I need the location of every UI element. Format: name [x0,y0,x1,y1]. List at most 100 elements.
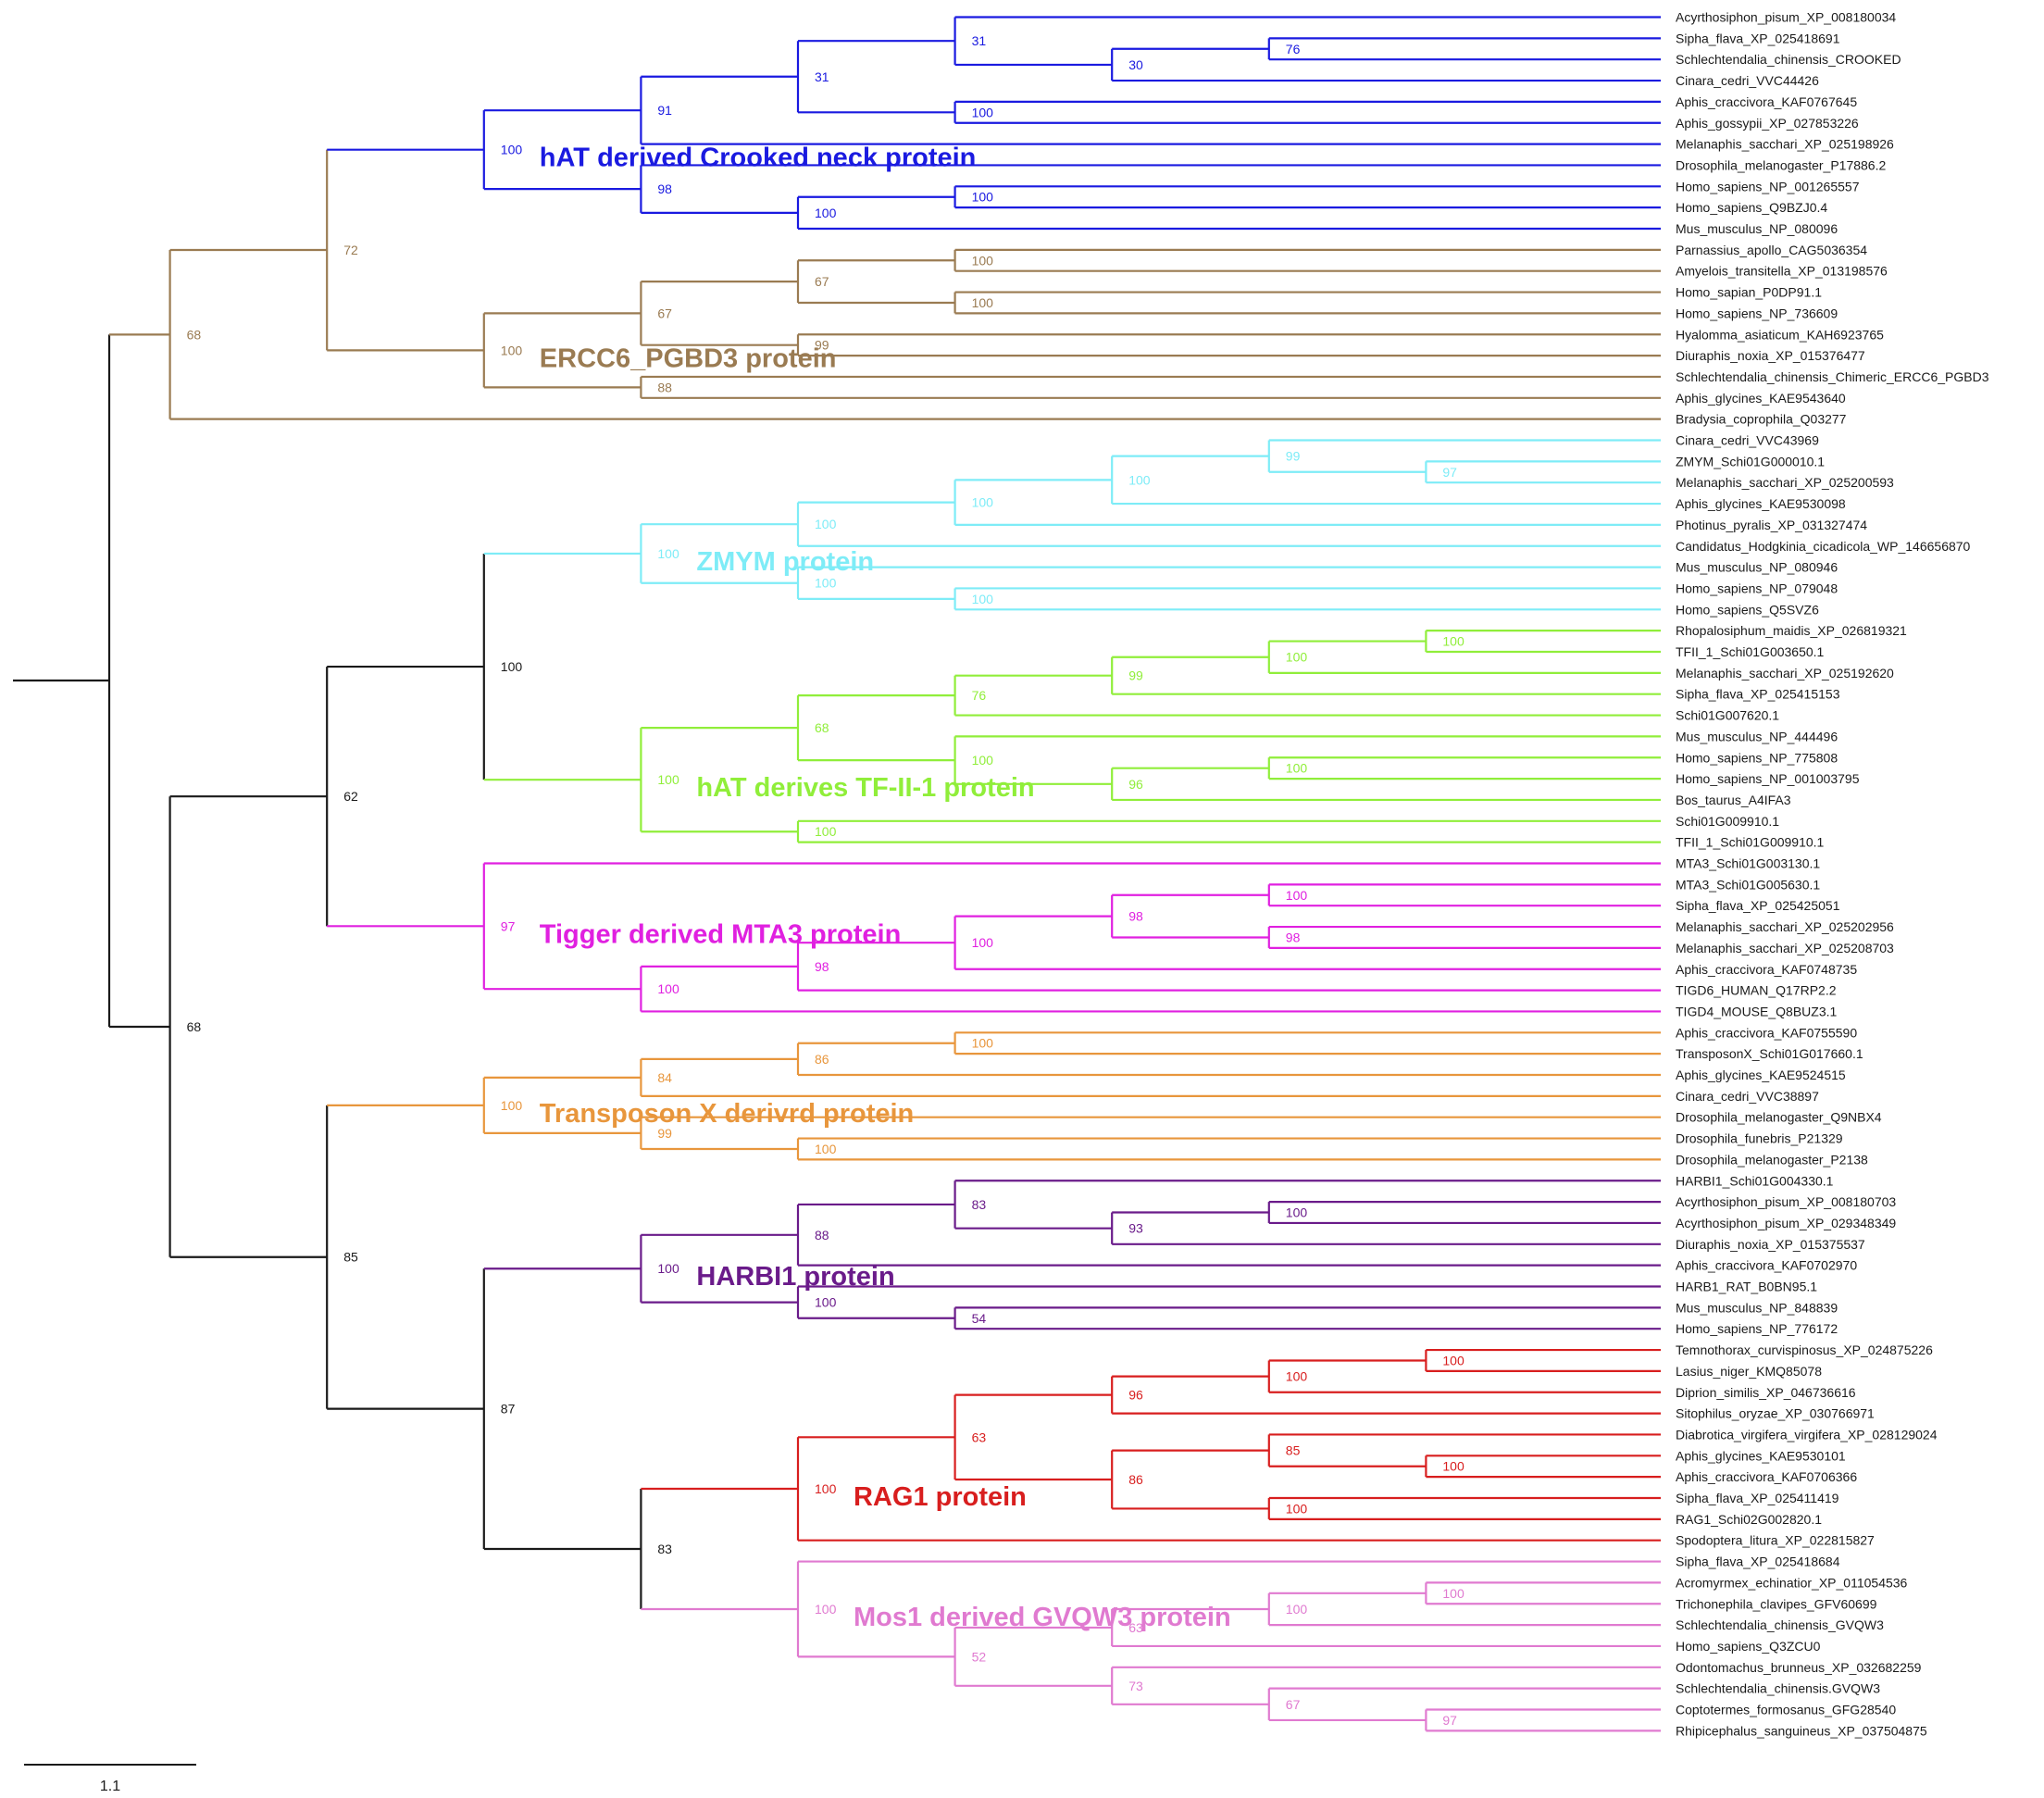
support-value: 100 [815,576,837,591]
clade-label: Transposon X derivrd protein [540,1099,914,1129]
support-value: 85 [343,1250,358,1265]
support-value: 100 [501,659,523,674]
leaf-label: Diprion_similis_XP_046736616 [1676,1385,1856,1400]
leaf-label: Homo_sapiens_NP_001003795 [1676,771,1860,786]
support-value: 100 [972,753,994,768]
clade-label: Mos1 derived GVQW3 protein [854,1603,1231,1632]
support-value: 73 [1128,1679,1143,1693]
leaf-label: Temnothorax_curvispinosus_XP_024875226 [1676,1342,1933,1357]
leaf-label: Melanaphis_sacchari_XP_025208703 [1676,941,1894,955]
support-value: 68 [815,720,829,735]
support-value: 100 [1286,1602,1308,1617]
support-value: 93 [1128,1221,1143,1236]
leaf-label: Schlechtendalia_chinensis_Chimeric_ERCC6… [1676,369,1989,384]
leaf-label: Melanaphis_sacchari_XP_025198926 [1676,137,1894,152]
scale-bar: 1.1 [24,1764,196,1794]
support-value: 100 [1286,1369,1308,1384]
leaf-label: Sipha_flava_XP_025418684 [1676,1555,1840,1569]
support-value: 98 [815,959,829,974]
support-value: 97 [1442,465,1457,480]
leaf-label: Trichonephila_clavipes_GFV60699 [1676,1596,1877,1611]
leaf-label: Mus_musculus_NP_848839 [1676,1300,1838,1315]
support-value: 100 [815,1295,837,1310]
leaf-label: Drosophila_melanogaster_Q9NBX4 [1676,1110,1882,1125]
support-value: 99 [1286,449,1301,464]
support-value: 67 [657,306,672,320]
leaf-label: HARB1_RAT_B0BN95.1 [1676,1280,1817,1294]
leaf-label: Melanaphis_sacchari_XP_025200593 [1676,475,1894,490]
leaf-label: Diuraphis_noxia_XP_015376477 [1676,348,1865,363]
leaf-label: Homo_sapiens_NP_079048 [1676,581,1838,595]
leaf-label: Sipha_flava_XP_025415153 [1676,687,1840,702]
leaf-label: Mus_musculus_NP_444496 [1676,729,1838,743]
clade-labels: hAT derived Crooked neck proteinERCC6_PG… [540,144,1231,1632]
leaf-label: Schlechtendalia_chinensis_GVQW3 [1676,1617,1884,1632]
support-value: 86 [1128,1472,1143,1487]
leaf-label: Cinara_cedri_VVC38897 [1676,1089,1819,1104]
clade-label: ZMYM protein [696,547,874,577]
leaf-label: MTA3_Schi01G003130.1 [1676,856,1820,871]
leaf-label: Sipha_flava_XP_025418691 [1676,31,1840,45]
support-value: 100 [1128,472,1151,487]
support-value: 88 [815,1228,829,1242]
support-value: 76 [1286,42,1301,56]
leaf-label: Lasius_niger_KMQ85078 [1676,1364,1822,1379]
leaf-label: Drosophila_melanogaster_P17886.2 [1676,157,1886,172]
leaf-label: Aphis_glycines_KAE9530098 [1676,496,1846,511]
leaf-label: Aphis_glycines_KAE9524515 [1676,1068,1846,1082]
leaf-label: Photinus_pyralis_XP_031327474 [1676,518,1867,532]
support-value: 100 [972,592,994,606]
leaf-label: Bradysia_coprophila_Q03277 [1676,412,1847,427]
leaf-label: Homo_sapiens_Q9BZJ0.4 [1676,200,1827,215]
support-value: 100 [815,1602,837,1617]
leaf-label: Cinara_cedri_VVC43969 [1676,433,1819,448]
support-value: 100 [657,981,679,996]
support-value: 99 [815,338,829,353]
support-value: 83 [972,1197,987,1212]
support-value: 100 [657,546,679,561]
support-value: 85 [1286,1443,1301,1458]
support-value: 96 [1128,777,1143,792]
leaf-label: Homo_sapiens_NP_776172 [1676,1321,1838,1336]
support-value: 100 [1442,1353,1464,1367]
support-value: 76 [972,688,987,703]
support-value: 100 [501,143,523,157]
support-value: 100 [1442,1459,1464,1474]
support-value: 100 [815,206,837,220]
leaf-label: Aphis_glycines_KAE9530101 [1676,1448,1846,1463]
support-value: 86 [815,1052,829,1067]
leaf-label: TFII_1_Schi01G003650.1 [1676,644,1825,659]
support-value: 54 [972,1311,987,1326]
clade-label: hAT derives TF-II-1 protein [696,773,1034,803]
leaf-label: Spodoptera_litura_XP_022815827 [1676,1533,1875,1548]
support-value: 63 [972,1430,987,1444]
leaf-label: Schi01G009910.1 [1676,814,1779,829]
leaf-label: Homo_sapiens_NP_001265557 [1676,179,1860,194]
support-value: 31 [815,69,829,84]
leaf-label: TIGD6_HUMAN_Q17RP2.2 [1676,983,1837,998]
leaf-label: Hyalomma_asiaticum_KAH6923765 [1676,327,1884,342]
leaf-label: Homo_sapiens_NP_736609 [1676,306,1838,320]
leaf-label: Melanaphis_sacchari_XP_025202956 [1676,919,1894,934]
support-value: 88 [657,380,672,394]
leaf-label: Schlechtendalia_chinensis_CROOKED [1676,52,1901,67]
leaf-label: Sipha_flava_XP_025425051 [1676,898,1840,913]
support-value: 68 [187,1019,202,1034]
leaf-label: Acyrthosiphon_pisum_XP_008180703 [1676,1194,1896,1209]
support-value: 67 [815,274,829,289]
leaf-label: Aphis_gossypii_XP_027853226 [1676,116,1859,131]
clade-label: Tigger derived MTA3 protein [540,919,901,949]
support-value: 83 [657,1542,672,1556]
leaf-label: Homo_sapiens_Q5SVZ6 [1676,602,1819,617]
leaf-label: Schi01G007620.1 [1676,708,1779,723]
support-value: 63 [1128,1620,1143,1635]
support-value: 100 [1286,1205,1308,1220]
support-value: 31 [972,33,987,48]
leaf-label: TransposonX_Schi01G017660.1 [1676,1046,1863,1061]
support-value: 30 [1128,57,1143,72]
leaf-label: Aphis_craccivora_KAF0706366 [1676,1469,1857,1484]
support-value: 84 [657,1070,672,1085]
leaf-label: Homo_sapiens_NP_775808 [1676,750,1838,765]
leaf-label: MTA3_Schi01G005630.1 [1676,877,1820,892]
leaf-label: Aphis_craccivora_KAF0702970 [1676,1258,1857,1273]
